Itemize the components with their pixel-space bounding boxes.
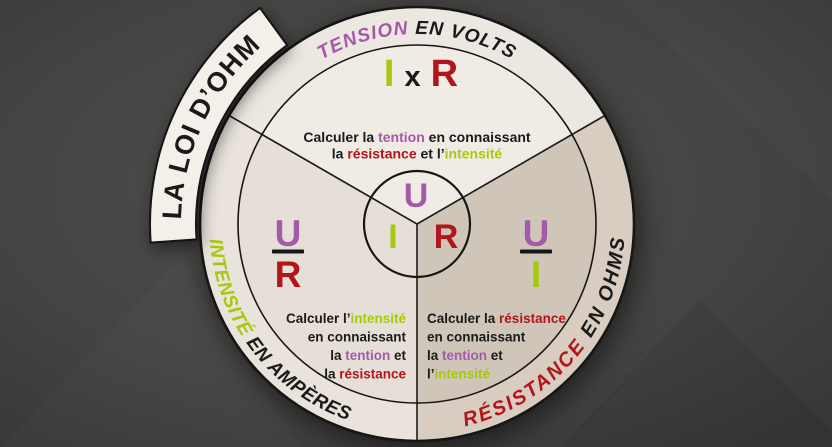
desc-text: en connaissant [427, 330, 526, 345]
sector-resistance [417, 134, 597, 403]
center-letter-u: U [404, 177, 429, 215]
desc-text: en connaissant [425, 129, 531, 145]
desc-text: tention [345, 348, 390, 363]
desc-text: et l’ [417, 146, 445, 162]
center-circle [362, 169, 472, 279]
ring-segment-resistance [417, 115, 635, 441]
formula-tension-r: R [431, 53, 458, 95]
desc-text: et [487, 348, 503, 363]
desc-resistance-line4: l’intensité [427, 367, 491, 382]
desc-text: l’ [427, 367, 435, 382]
desc-intensite-line1: Calculer l’intensité [286, 311, 407, 326]
formula-intensite-den: R [275, 254, 302, 295]
desc-resistance-line3: la tention et [427, 348, 503, 363]
desc-text: intensité [445, 146, 503, 162]
inner-circle [237, 44, 597, 404]
desc-resistance-line2: en connaissant [427, 330, 526, 345]
desc-text: la [324, 367, 339, 382]
divider-line-upper-left [228, 114, 418, 225]
desc-intensite-line4: la résistance [324, 367, 406, 382]
desc-text: Calculer l’ [286, 311, 351, 326]
desc-text: tention [442, 348, 487, 363]
desc-text: tention [378, 129, 425, 145]
desc-tension-line2: la résistance et l’intensité [332, 146, 503, 162]
desc-text: la [330, 348, 345, 363]
formula-tension-i: I [384, 53, 395, 95]
ohm-wheel: TENSION EN VOLTS INTENSITÉ EN AMPÈRES RÉ… [198, 5, 636, 443]
desc-intensite-line3: la tention et [330, 348, 406, 363]
divider-line-upper-right [416, 114, 606, 225]
sector-intensite [237, 134, 417, 403]
banner-ribbon [149, 6, 289, 244]
ring-segment-tension [229, 6, 605, 135]
desc-intensite-line2: en connaissant [308, 330, 407, 345]
fraction-bar-intensite [272, 249, 304, 254]
desc-text: en connaissant [308, 330, 407, 345]
ring-segment-intensite [199, 115, 417, 441]
desc-text: résistance [339, 367, 406, 382]
chalk-smudge [560, 300, 832, 447]
desc-text: résistance [347, 146, 416, 162]
desc-text: intensité [435, 367, 491, 382]
desc-resistance-line1: Calculer la résistance [427, 311, 566, 326]
outer-circle [198, 5, 636, 443]
desc-text: et [390, 348, 406, 363]
desc-text: la [427, 348, 442, 363]
formula-tension-op: x [404, 61, 420, 93]
formula-intensite-num: U [275, 213, 302, 254]
desc-text: Calculer la [303, 129, 378, 145]
desc-text: intensité [350, 311, 406, 326]
center-letter-r: R [434, 218, 459, 256]
formula-resistance-num: U [523, 213, 550, 254]
desc-text: la [332, 146, 348, 162]
formula-resistance-den: I [531, 254, 541, 295]
center-letter-i: I [388, 218, 397, 256]
desc-text: Calculer la [427, 311, 499, 326]
desc-text: résistance [499, 311, 566, 326]
desc-tension-line1: Calculer la tention en connaissant [303, 129, 531, 145]
fraction-bar-resistance [520, 249, 552, 254]
